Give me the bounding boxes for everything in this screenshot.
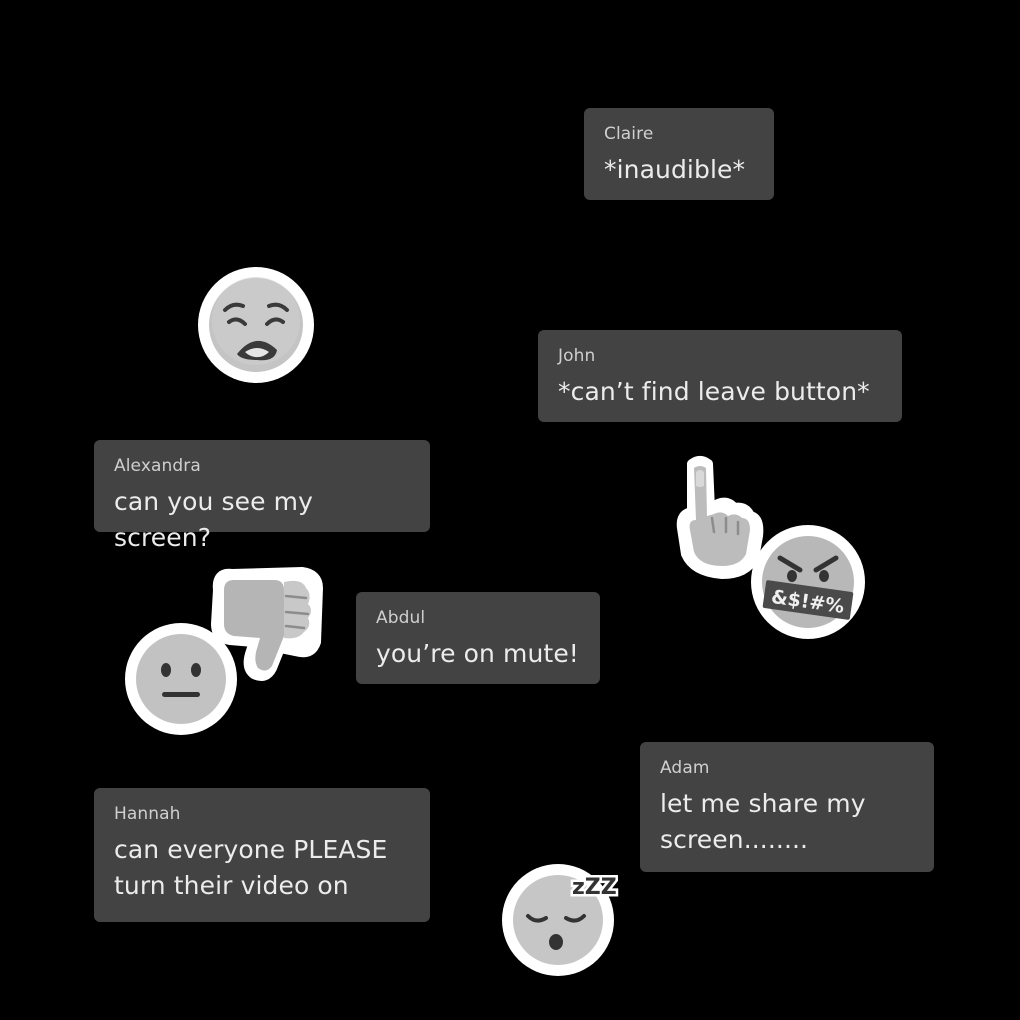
message-bubble-hannah: Hannah can everyone PLEASE turn their vi… <box>94 788 430 922</box>
sender-name: Hannah <box>114 804 181 824</box>
middle-finger-hand-icon <box>676 456 764 579</box>
sender-name: Abdul <box>376 608 426 628</box>
message-bubble-claire: Claire *inaudible* <box>584 108 774 200</box>
weary-face-icon <box>197 266 315 384</box>
sender-name: Claire <box>604 124 654 144</box>
thumbs-down-icon <box>208 566 328 682</box>
message-bubble-john: John *can’t find leave button* <box>538 330 902 422</box>
sender-name: Adam <box>660 758 710 778</box>
neutral-face-icon <box>124 622 238 736</box>
message-text: can you see my screen? <box>114 487 314 552</box>
message-text: let me share my screen........ <box>660 789 866 854</box>
message-text: can everyone PLEASE turn their video on <box>114 835 388 900</box>
sender-name: John <box>558 346 596 366</box>
message-bubble-adam: Adam let me share my screen........ <box>640 742 934 872</box>
face-with-symbols-on-mouth-icon: &$!#% <box>750 524 866 640</box>
sender-name: Alexandra <box>114 456 201 476</box>
message-text: *inaudible* <box>604 155 746 184</box>
sleeping-face-icon: zZZ <box>500 858 619 976</box>
message-bubble-abdul: Abdul you’re on mute! <box>356 592 600 684</box>
zzz-text: zZZ <box>572 875 617 900</box>
message-text: you’re on mute! <box>376 639 579 668</box>
message-text: *can’t find leave button* <box>558 377 870 406</box>
message-bubble-alexandra: Alexandra can you see my screen? <box>94 440 430 552</box>
